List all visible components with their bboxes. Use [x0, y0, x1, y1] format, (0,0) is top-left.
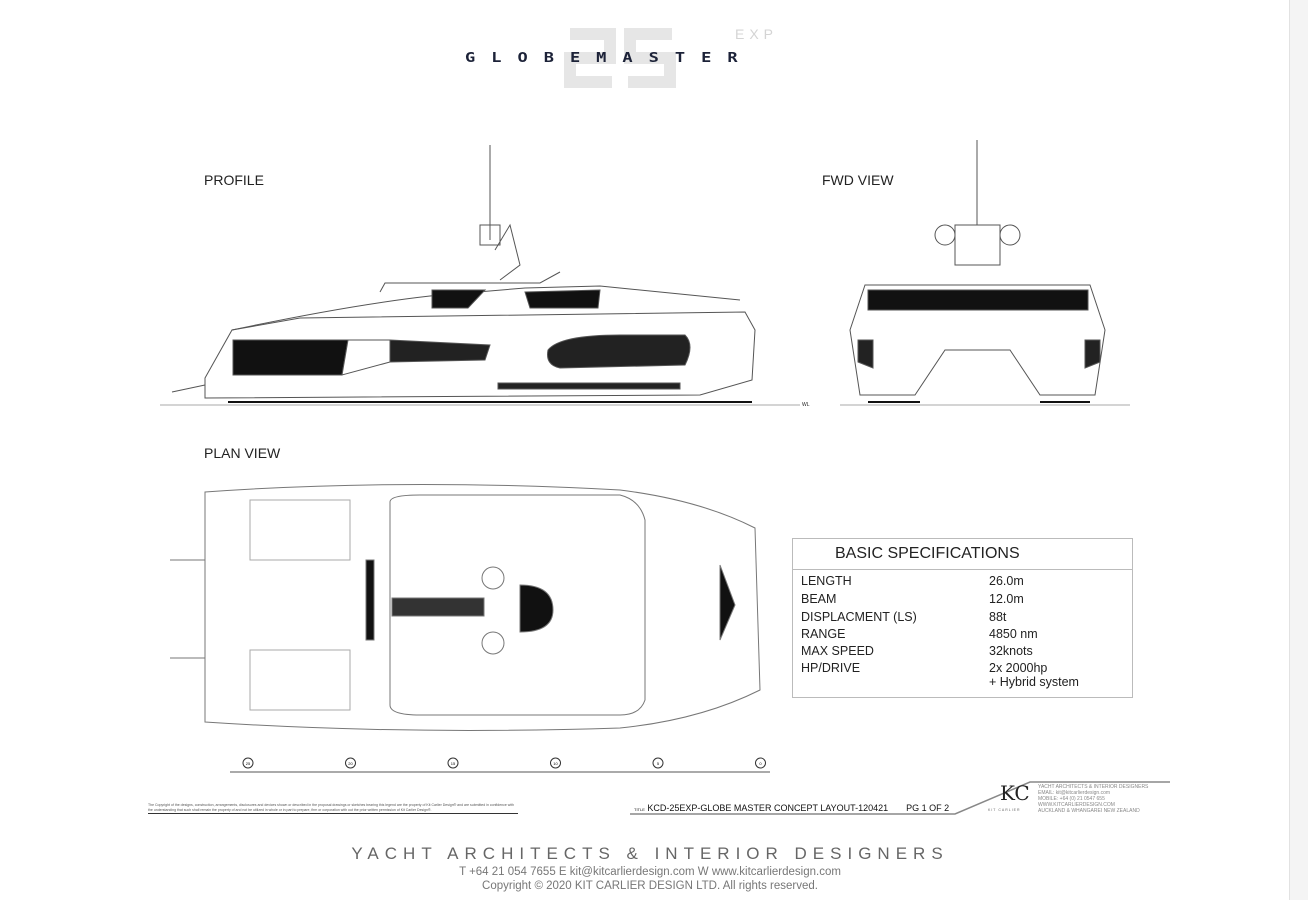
station-marker	[550, 757, 561, 769]
station-markers: 25 20 15 10 5 0	[242, 757, 766, 769]
kc-brand: KIT CARLIER	[988, 808, 1021, 812]
kc-contact: YACHT ARCHITECTS & INTERIOR DESIGNERS EM…	[1038, 784, 1149, 814]
waterline-label: WL	[802, 402, 810, 408]
copyright-note: The Copyright of the designs, constructi…	[148, 803, 518, 814]
specs-title: BASIC SPECIFICATIONS	[835, 545, 1020, 562]
station-label: 25	[246, 761, 251, 766]
station-marker	[652, 757, 664, 769]
drawing-title: TITLE KCD-25EXP-GLOBE MASTER CONCEPT LAY…	[634, 803, 950, 813]
station-label: 10	[553, 761, 558, 766]
plan-view-label: PLAN VIEW	[204, 445, 281, 461]
logo-suffix: EXP	[735, 26, 779, 42]
station-label: 20	[348, 761, 353, 766]
station-marker	[447, 757, 459, 769]
logo-number-graphic	[564, 28, 676, 88]
footer-copyright: Copyright © 2020 KIT CARLIER DESIGN LTD.…	[482, 880, 818, 892]
profile-drawing	[160, 145, 800, 406]
plan-view-drawing	[170, 483, 770, 773]
station-marker	[345, 757, 356, 769]
spec-row-displacement: DISPLACMENT (LS)88t	[801, 610, 1007, 624]
logo-wordmark: GLOBEMASTER	[465, 50, 754, 66]
footer-tagline: YACHT ARCHITECTS & INTERIOR DESIGNERS	[351, 844, 949, 863]
station-marker	[755, 757, 766, 769]
kc-logo-icon: KC	[1000, 781, 1030, 805]
profile-label: PROFILE	[204, 172, 264, 188]
station-label: 0	[759, 761, 762, 766]
scrollbar[interactable]	[1289, 0, 1308, 900]
drawings: 25 20 15 10 5 0	[160, 140, 1130, 773]
footer-contact: T +64 21 054 7655 E kit@kitcarlierdesign…	[459, 866, 841, 878]
fwd-view-drawing	[840, 140, 1130, 406]
station-marker	[242, 757, 254, 769]
titleblock-lines	[630, 781, 1170, 815]
station-label: 5	[657, 761, 660, 766]
station-label: 15	[451, 761, 456, 766]
fwd-view-label: FWD VIEW	[822, 172, 894, 188]
